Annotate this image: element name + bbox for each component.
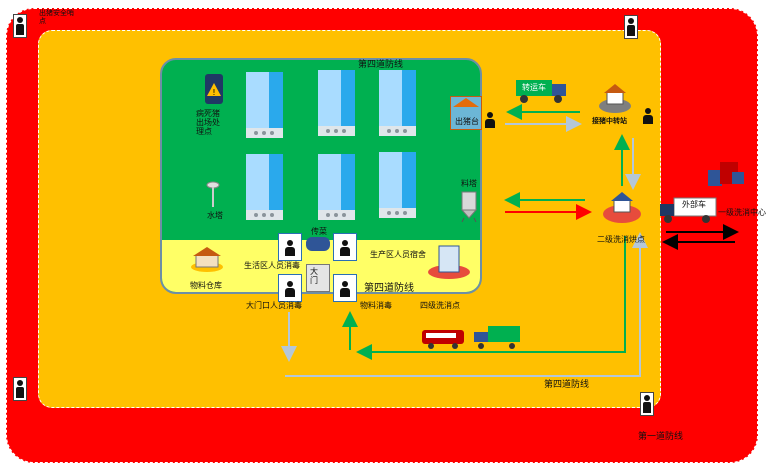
feed-tower-icon [459, 188, 479, 223]
warning-sign-icon: ! [205, 74, 223, 104]
barn-1 [246, 72, 283, 138]
guard-relay-icon [640, 108, 656, 124]
transport-truck-icon [516, 78, 568, 104]
first-wash-label: 一级洗消中心 [718, 208, 766, 217]
bottom-truck-icon [474, 326, 520, 350]
guard-bottom-right-icon [640, 392, 654, 416]
guard-gate-icon [278, 274, 302, 302]
guard-bottom-left-icon [13, 377, 27, 401]
guard-top-right-icon [624, 15, 638, 39]
first-line-label: 第一道防线 [638, 432, 684, 442]
water-tower-icon [206, 181, 220, 209]
living-area-label: 生活区人员消毒 [244, 261, 300, 270]
transfer-label: 传菜 [311, 227, 327, 236]
material-warehouse-label: 物料仓库 [190, 281, 222, 290]
production-dorm-label: 生产区人员宿舍 [370, 250, 426, 259]
fourth-line-label-bottom: 第四道防线 [364, 283, 414, 294]
third-line-label: 第四道防线 [544, 380, 590, 390]
outside-truck-label: 外部车 [682, 200, 706, 209]
dead-pig-label: 病死猪出场处理点 [196, 109, 220, 136]
relay-station-label: 接猪中转站 [592, 117, 627, 125]
gate-disinfect-label: 大门口人员消毒 [246, 301, 302, 310]
barn-2 [318, 70, 355, 136]
second-wash-icon [602, 190, 642, 224]
production-dorm-icon [427, 242, 471, 280]
fourth-wash-label: 四级洗消点 [420, 301, 460, 310]
barn-5 [318, 154, 355, 220]
gate-icon [306, 264, 330, 292]
svg-text:!: ! [212, 88, 215, 97]
transport-truck-label: 转运车 [522, 83, 546, 92]
guard-material-icon [333, 274, 357, 302]
arrow-wash-down-to-gate [356, 236, 626, 360]
outside-truck-icon [660, 196, 718, 224]
water-tower-label: 水塔 [207, 211, 223, 220]
barn-4 [246, 154, 283, 220]
guard-top-left-icon [13, 14, 27, 38]
second-wash-label: 二级洗消烘点 [597, 235, 645, 244]
sale-platform-label: 出猪台 [455, 117, 479, 126]
feed-tower-label: 料塔 [461, 179, 477, 188]
transfer-icon [306, 237, 330, 251]
warehouse-icon [190, 245, 224, 273]
arrow-grey-bottom [285, 232, 648, 377]
barn-6 [379, 152, 416, 218]
bus-icon [422, 328, 464, 350]
first-wash-icon [706, 158, 746, 190]
fourth-line-label-top: 第四道防线 [358, 60, 404, 70]
barn-3 [379, 70, 416, 136]
guard-living-icon [278, 233, 302, 261]
relay-station-icon [598, 82, 632, 114]
gate-label: 大门 [310, 267, 318, 285]
sale-platform-icon [450, 96, 482, 130]
guard-sale-icon [482, 112, 498, 128]
guard-dorm-icon [333, 233, 357, 261]
material-disinfect-label: 物料消毒 [360, 301, 392, 310]
top-left-guard-label: 出猪安全哨点 [39, 9, 74, 25]
